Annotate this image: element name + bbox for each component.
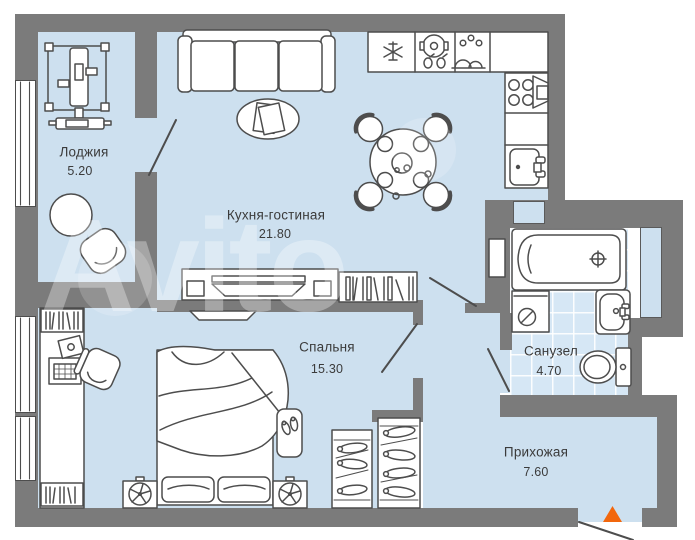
wall-bath-west-lower — [500, 313, 512, 350]
window-mullions — [19, 81, 31, 480]
wall-loggia-east-lower — [135, 172, 157, 284]
wall-loggia-south — [38, 282, 157, 308]
duct-shaft-kitchen — [513, 201, 545, 224]
wall-right-outer — [662, 200, 683, 337]
dining-chair-icon — [422, 181, 453, 212]
round-table-icon — [49, 193, 93, 237]
desk-icon — [39, 307, 85, 509]
washing-machine-icon — [511, 290, 550, 333]
duct-shaft-bathroom — [640, 227, 662, 318]
office-chair-icon — [73, 347, 121, 391]
label-loggia: Лоджия — [59, 144, 109, 160]
door-swing-bedroom — [381, 323, 418, 373]
label-bedroom: Спальня — [299, 339, 355, 355]
bathtub-icon — [511, 228, 627, 291]
exercise-machine-icon — [44, 42, 112, 130]
wall-bottom — [15, 508, 578, 527]
fan-icon — [122, 476, 158, 509]
entrance-triangle-icon — [603, 506, 622, 522]
wall-loggia-east-upper — [135, 32, 157, 118]
wall-bedroom-east — [413, 378, 423, 422]
hood-icon — [532, 75, 549, 109]
fridge-snowflake-icon — [383, 41, 403, 61]
kitchen-sink-icon — [509, 148, 546, 186]
dining-chair-icon — [353, 112, 384, 143]
dish-rack-icon — [451, 34, 486, 69]
wall-hall-east — [657, 417, 677, 527]
sofa-icon — [177, 29, 336, 93]
wardrobe-hangers-icon — [377, 417, 421, 509]
bed-icon — [156, 345, 289, 506]
tv-console-icon — [181, 268, 339, 301]
dining-chair-icon — [422, 112, 453, 143]
pot-icon — [419, 34, 449, 69]
floor-bedroom-doorway — [413, 325, 423, 378]
label-bathroom-area: 4.70 — [536, 364, 562, 378]
floor-bath-doorway — [500, 350, 510, 393]
wall-niche — [488, 238, 506, 278]
label-kitchen-living: Кухня-гостиная — [226, 207, 326, 223]
wall-top — [15, 14, 565, 32]
books-icon — [338, 271, 418, 303]
label-bedroom-area: 15.30 — [310, 362, 344, 376]
slippers-icon — [281, 416, 299, 436]
floor-hallway — [423, 417, 657, 510]
dining-chair-icon — [353, 181, 384, 212]
door-swing-entrance — [578, 521, 634, 540]
label-kitchen-living-area: 21.80 — [258, 227, 292, 241]
blanket — [156, 345, 289, 457]
toilet-icon — [579, 347, 632, 387]
label-bathroom: Санузел — [524, 343, 578, 359]
wall-bottom-right — [642, 508, 677, 527]
label-hallway-area: 7.60 — [523, 465, 549, 479]
tv-shelf-icon — [189, 310, 257, 321]
wall-right-upper — [548, 14, 565, 202]
floor-hall-corridor — [423, 300, 500, 417]
mouse-pad-icon — [57, 334, 85, 360]
washbasin-icon — [595, 289, 631, 335]
fan-icon — [272, 476, 308, 509]
wall-below-shaft — [628, 318, 683, 337]
kitchen-counter — [367, 31, 549, 189]
coffee-table-icon — [236, 98, 300, 140]
door-swing-bathroom — [487, 348, 510, 392]
dining-table-icon — [353, 112, 453, 212]
armchair-icon — [79, 227, 127, 275]
wall-bedroom-east-stub — [413, 300, 423, 325]
wall-bath-south — [500, 395, 677, 417]
door-swing-living — [429, 277, 477, 307]
door-swing-loggia — [148, 119, 177, 176]
wardrobe-hangers-icon — [331, 429, 373, 509]
label-hallway: Прихожая — [503, 444, 569, 460]
floor-loggia-doorway — [135, 118, 157, 172]
nightstand-icon — [276, 408, 303, 458]
label-loggia-area: 5.20 — [67, 164, 93, 178]
wall-living-south — [157, 300, 423, 312]
